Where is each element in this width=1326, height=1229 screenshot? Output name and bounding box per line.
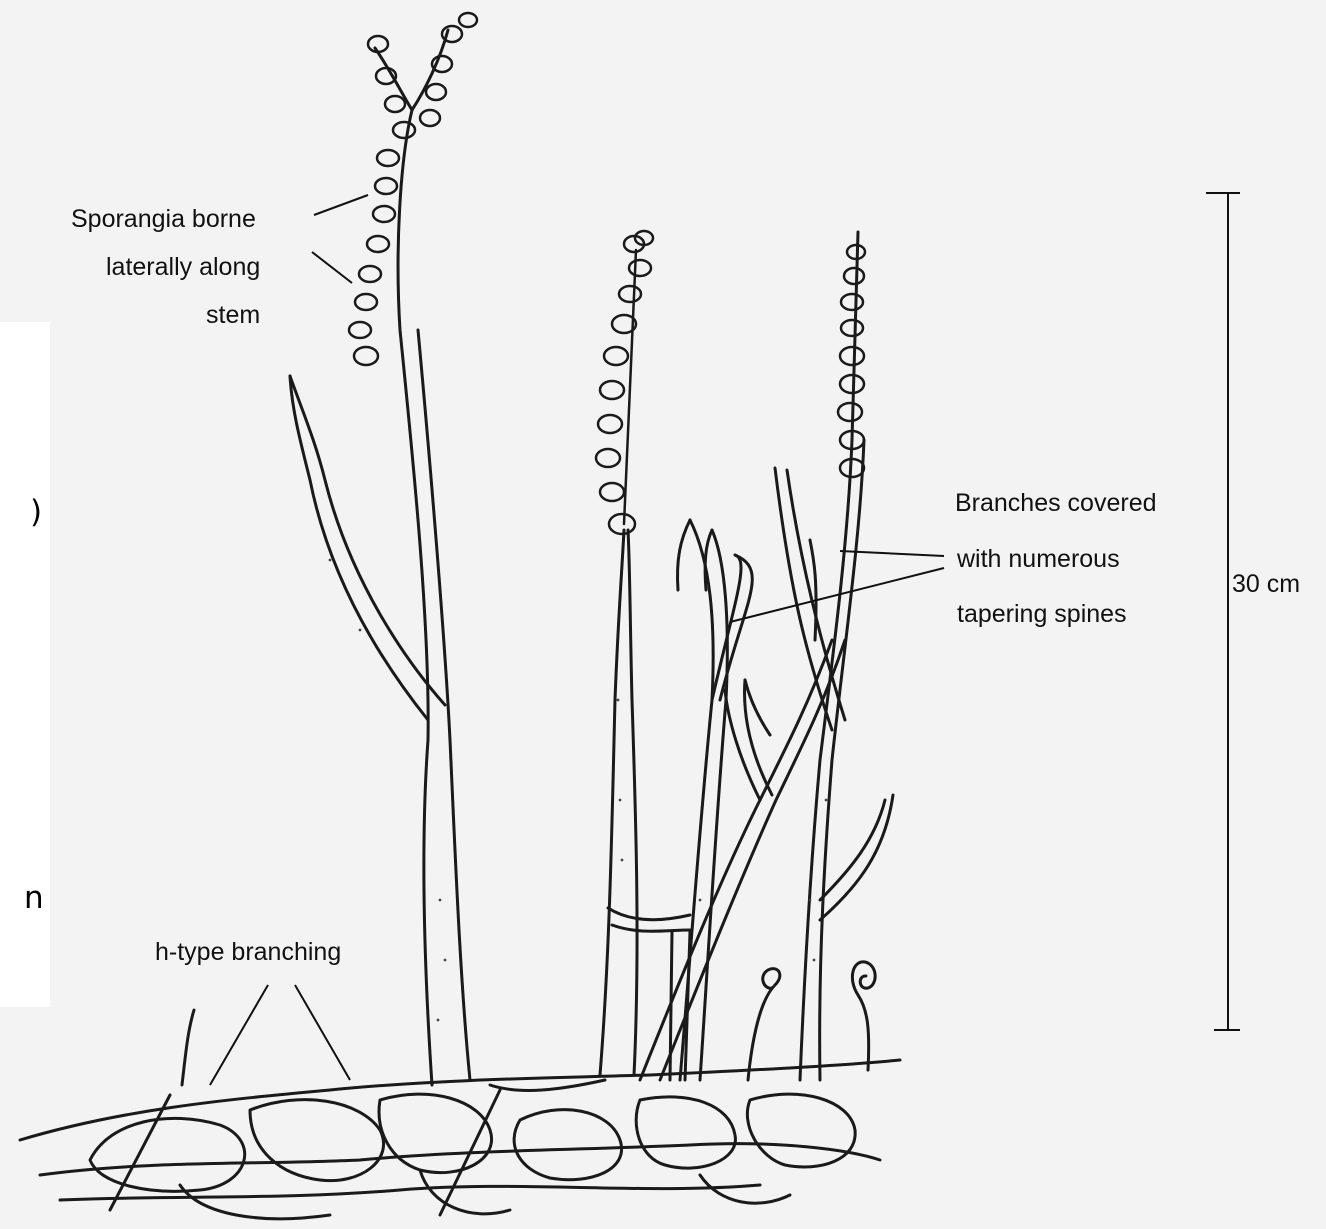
stem-right <box>775 232 893 1080</box>
stippling <box>329 559 828 1022</box>
scale-bar <box>1206 193 1240 1030</box>
label-htype-branching: h-type branching <box>155 940 341 965</box>
label-branches-line3: tapering spines <box>957 602 1127 627</box>
label-sporangia-line3: stem <box>206 303 260 328</box>
label-sporangia-line1: Sporangia borne <box>71 207 256 232</box>
label-sporangia-line2: laterally along <box>106 255 260 280</box>
label-scale: 30 cm <box>1232 572 1300 597</box>
rhizome-network <box>20 1060 900 1219</box>
stem-middle <box>490 530 690 1090</box>
sporangia-left <box>349 13 477 365</box>
label-branches-line2: with numerous <box>957 547 1120 572</box>
fiddleheads <box>182 962 875 1085</box>
sporangia-middle <box>596 231 653 534</box>
label-branches-line1: Branches covered <box>955 491 1157 516</box>
stem-left <box>290 30 470 1085</box>
